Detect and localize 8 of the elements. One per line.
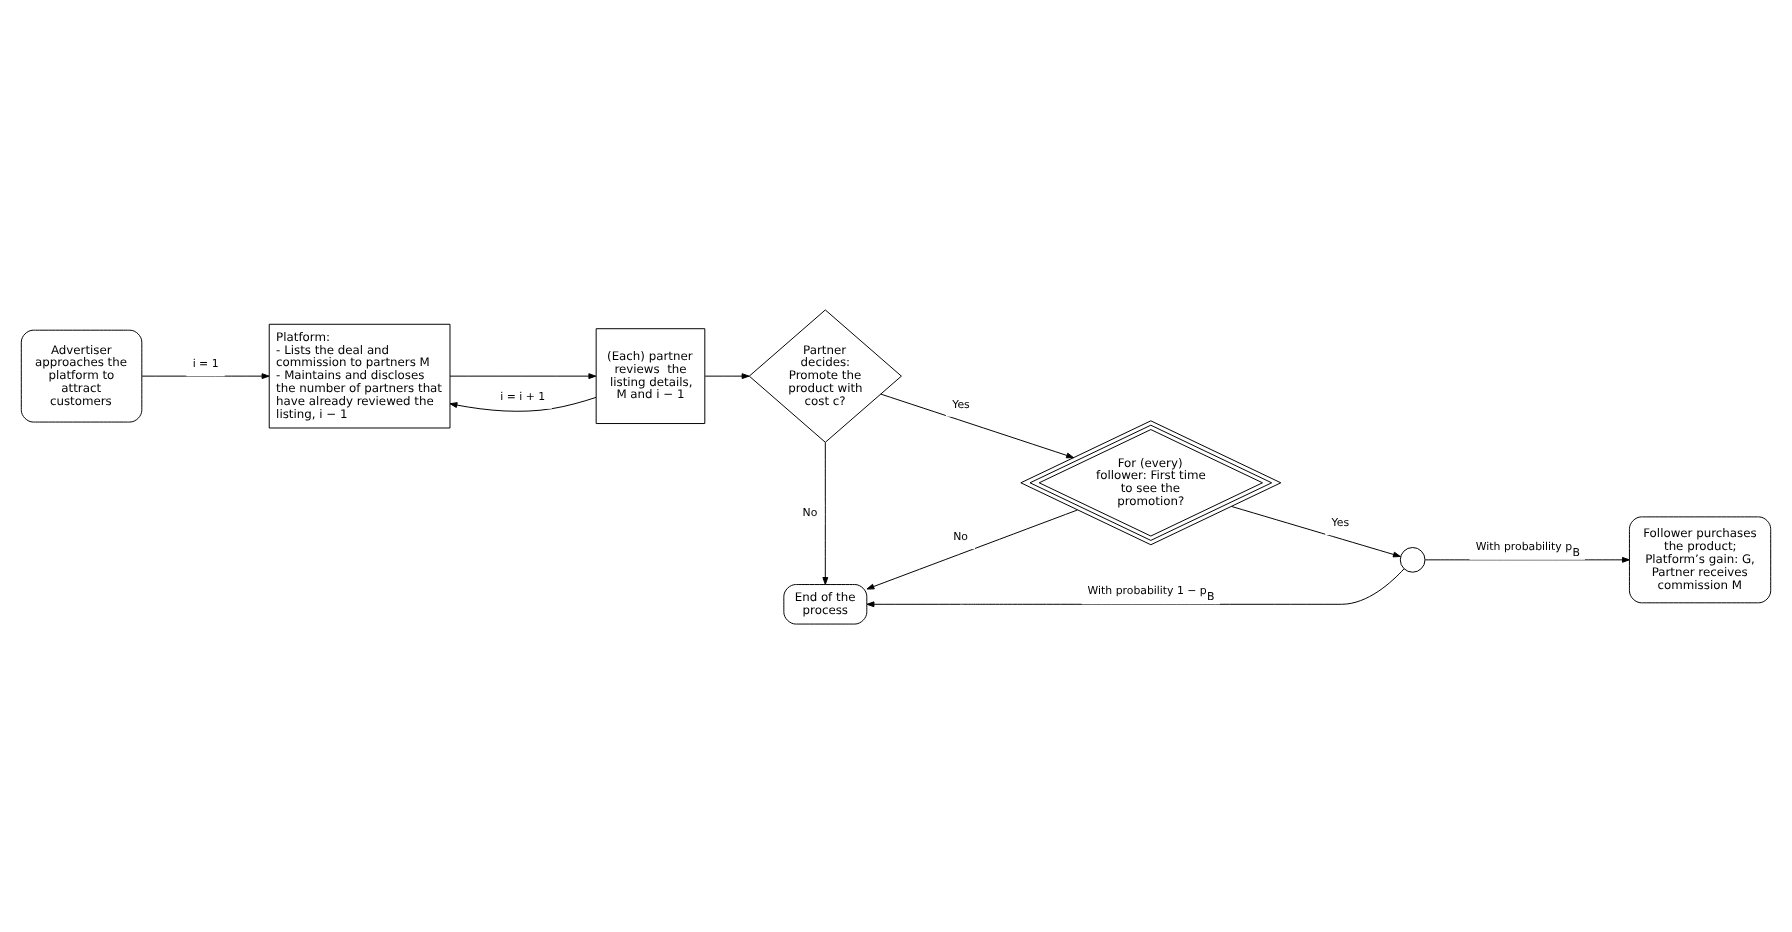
arrow (141, 372, 270, 379)
arrow (449, 395, 597, 411)
arrow (866, 508, 1078, 589)
node-circle (1399, 546, 1426, 572)
arrow (822, 440, 829, 584)
arrow (449, 372, 597, 379)
arrow (704, 372, 750, 379)
arrow (1231, 504, 1401, 557)
